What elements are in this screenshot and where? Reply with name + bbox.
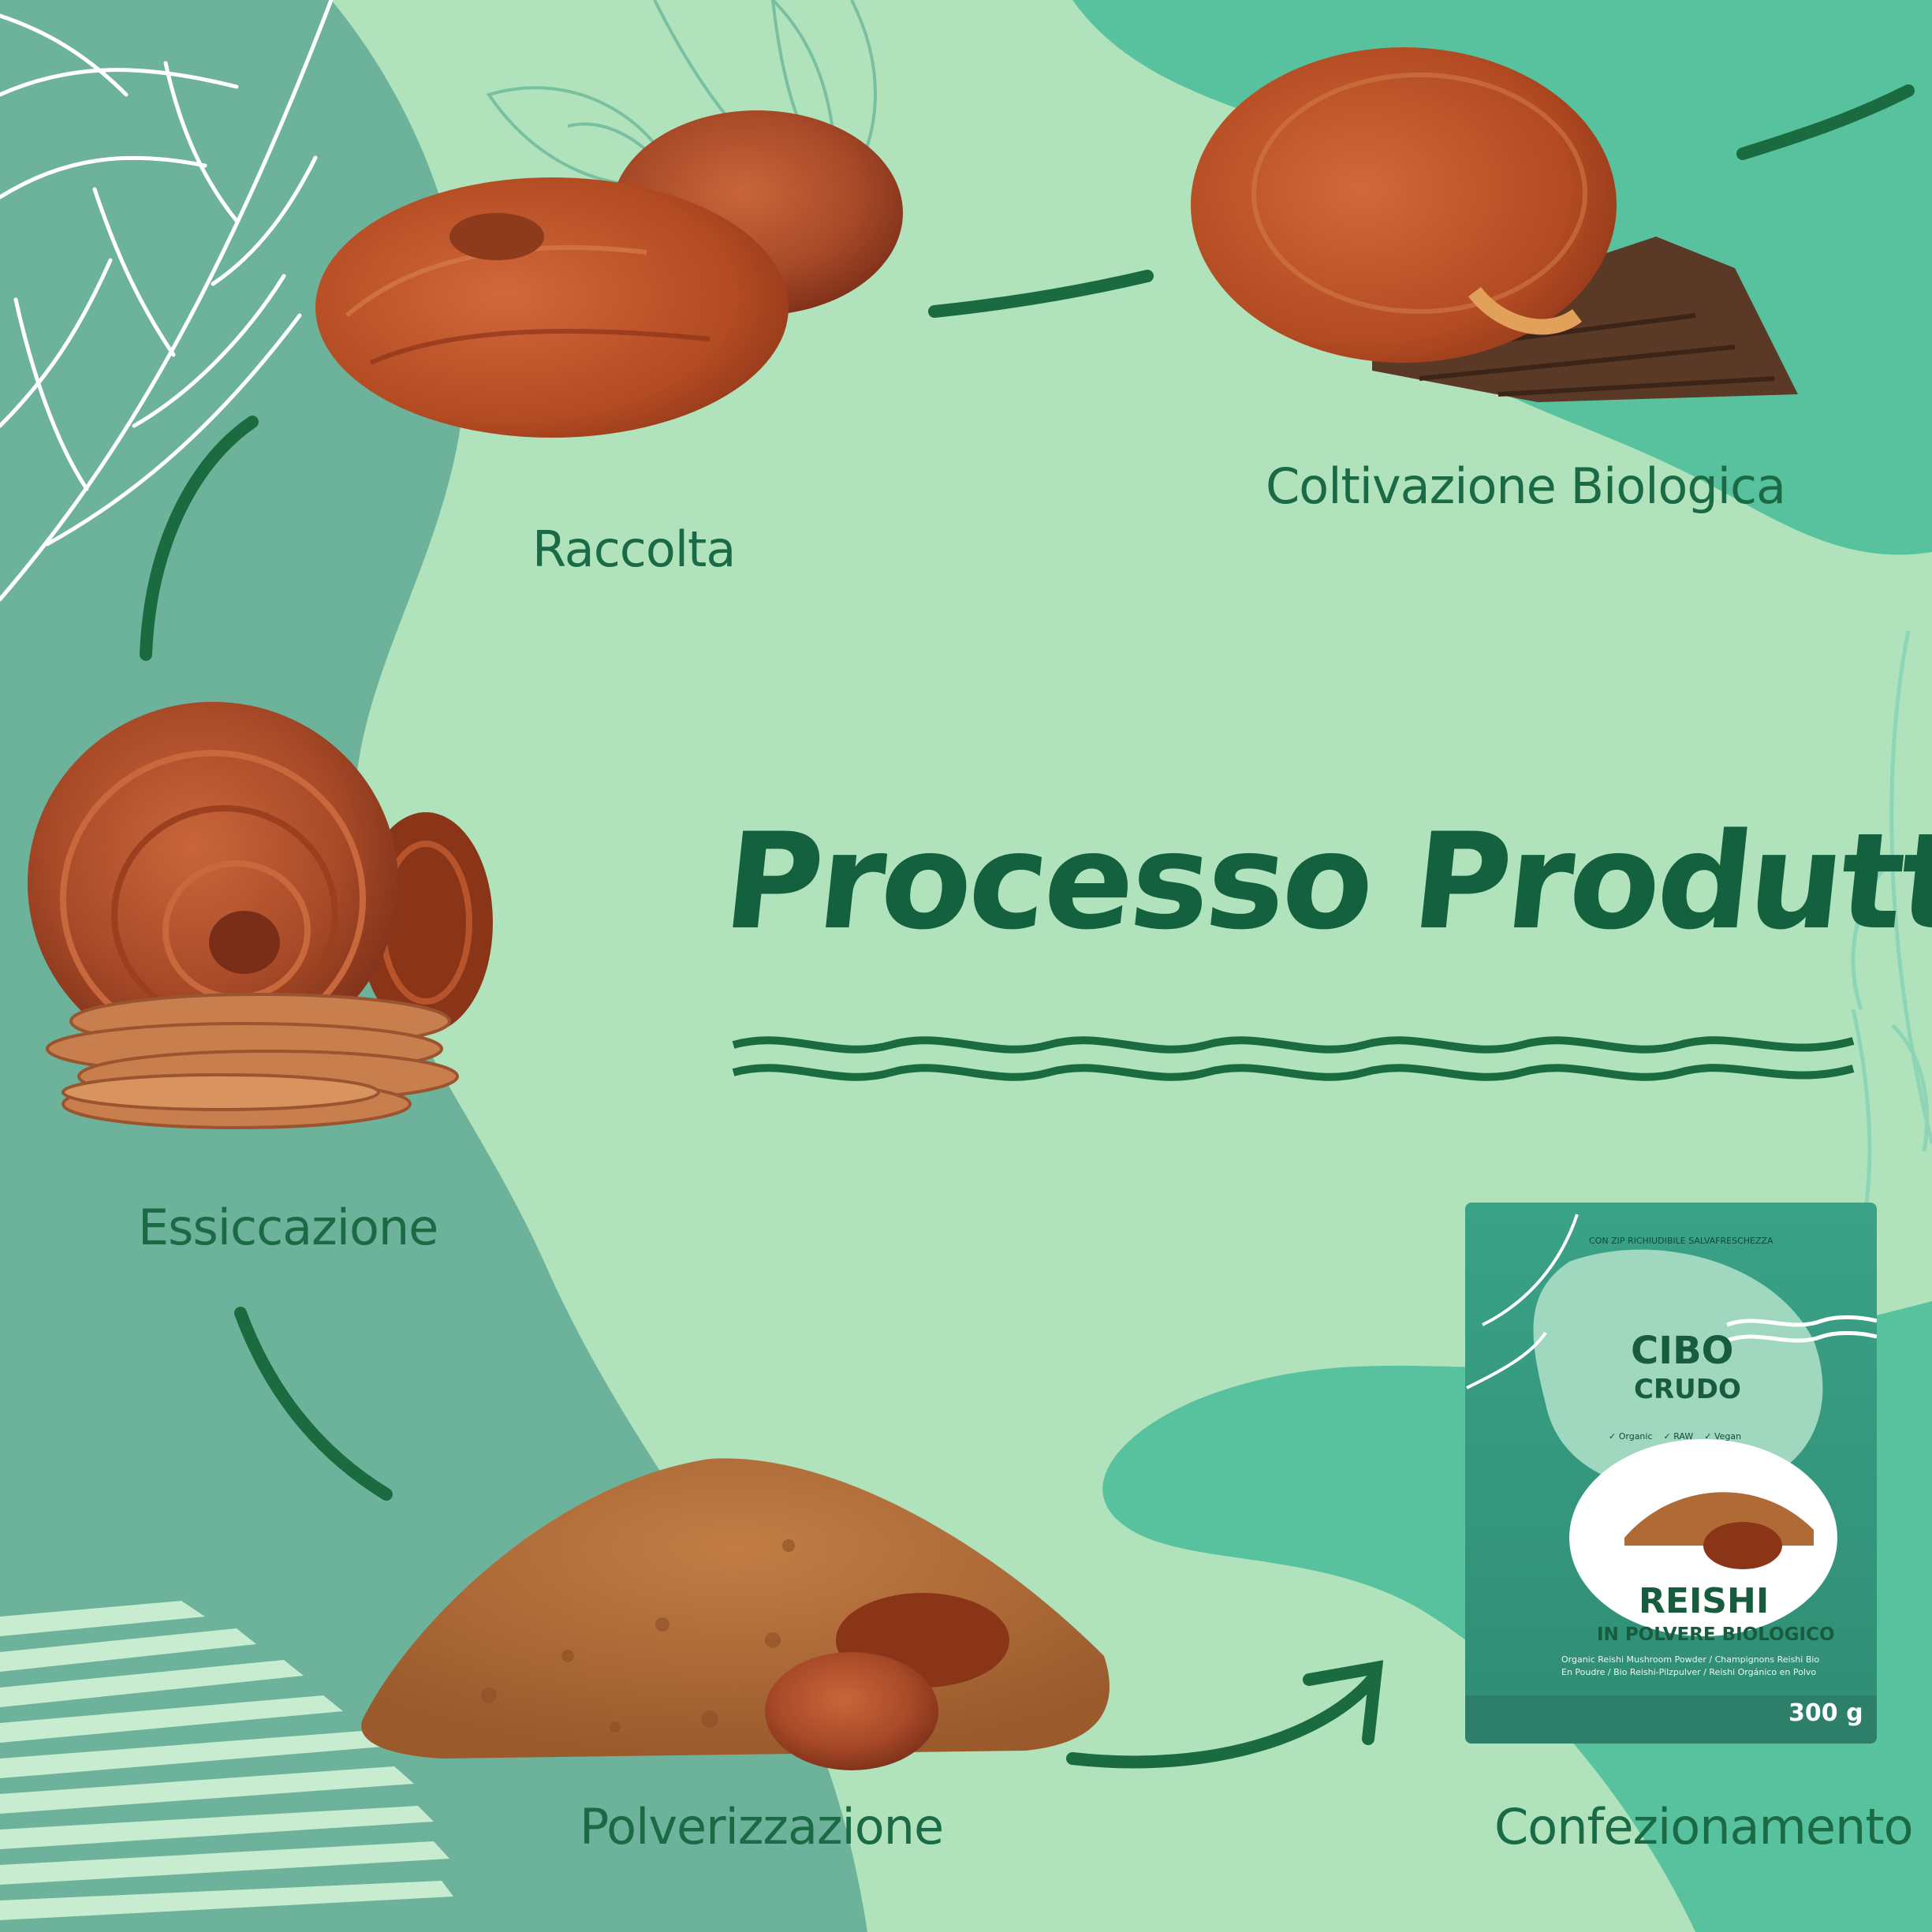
left-blob — [0, 0, 867, 1932]
connector-1 — [928, 270, 1154, 318]
package-description-1: Organic Reishi Mushroom Powder / Champig… — [1561, 1654, 1820, 1665]
leaf-decoration-topleft — [0, 0, 334, 602]
step-label-drying: Essiccazione — [138, 1199, 438, 1256]
connector-2 — [140, 416, 259, 661]
connector-3 — [234, 1307, 393, 1501]
package-brand-line1: CIBO — [1631, 1329, 1734, 1373]
package-weight: 300 g — [1788, 1699, 1863, 1727]
cultivation-mushroom-image — [1191, 47, 1798, 402]
package-zip-note: CON ZIP RICHIUDIBILE SALVAFRESCHEZZA — [1589, 1236, 1773, 1246]
arrow-connector — [1066, 1673, 1378, 1769]
flow-connectors — [140, 84, 1915, 1769]
badge-organic: ✓ Organic — [1609, 1431, 1653, 1442]
title-wave-underline — [732, 1036, 1855, 1081]
package-badges: ✓ Organic ✓ RAW ✓ Vegan — [1609, 1431, 1741, 1442]
badge-raw: ✓ RAW — [1663, 1431, 1694, 1442]
package-image — [1465, 1203, 1877, 1744]
package-description-2: En Poudre / Bio Reishi-Pilzpulver / Reis… — [1561, 1667, 1817, 1677]
badge-vegan: ✓ Vegan — [1704, 1431, 1742, 1442]
arrow-head — [1303, 1660, 1384, 1745]
step-label-cultivation: Coltivazione Biologica — [1266, 457, 1786, 515]
step-label-packaging: Confezionamento — [1494, 1798, 1914, 1856]
powder-image — [361, 1458, 1110, 1770]
step-label-grinding: Polverizzazione — [580, 1798, 944, 1856]
harvest-mushroom-image — [315, 110, 903, 438]
page-title: Processo Produttivo — [717, 804, 1932, 959]
stripe-decoration — [0, 1601, 453, 1920]
connector-top-right — [1736, 84, 1915, 160]
drying-mushroom-image — [28, 702, 493, 1129]
package-subtitle: IN POLVERE BIOLOGICO — [1597, 1624, 1835, 1645]
step-label-harvest: Raccolta — [532, 520, 736, 578]
package-product-name: REISHI — [1639, 1581, 1770, 1621]
package-brand-line2: CRUDO — [1634, 1374, 1741, 1405]
